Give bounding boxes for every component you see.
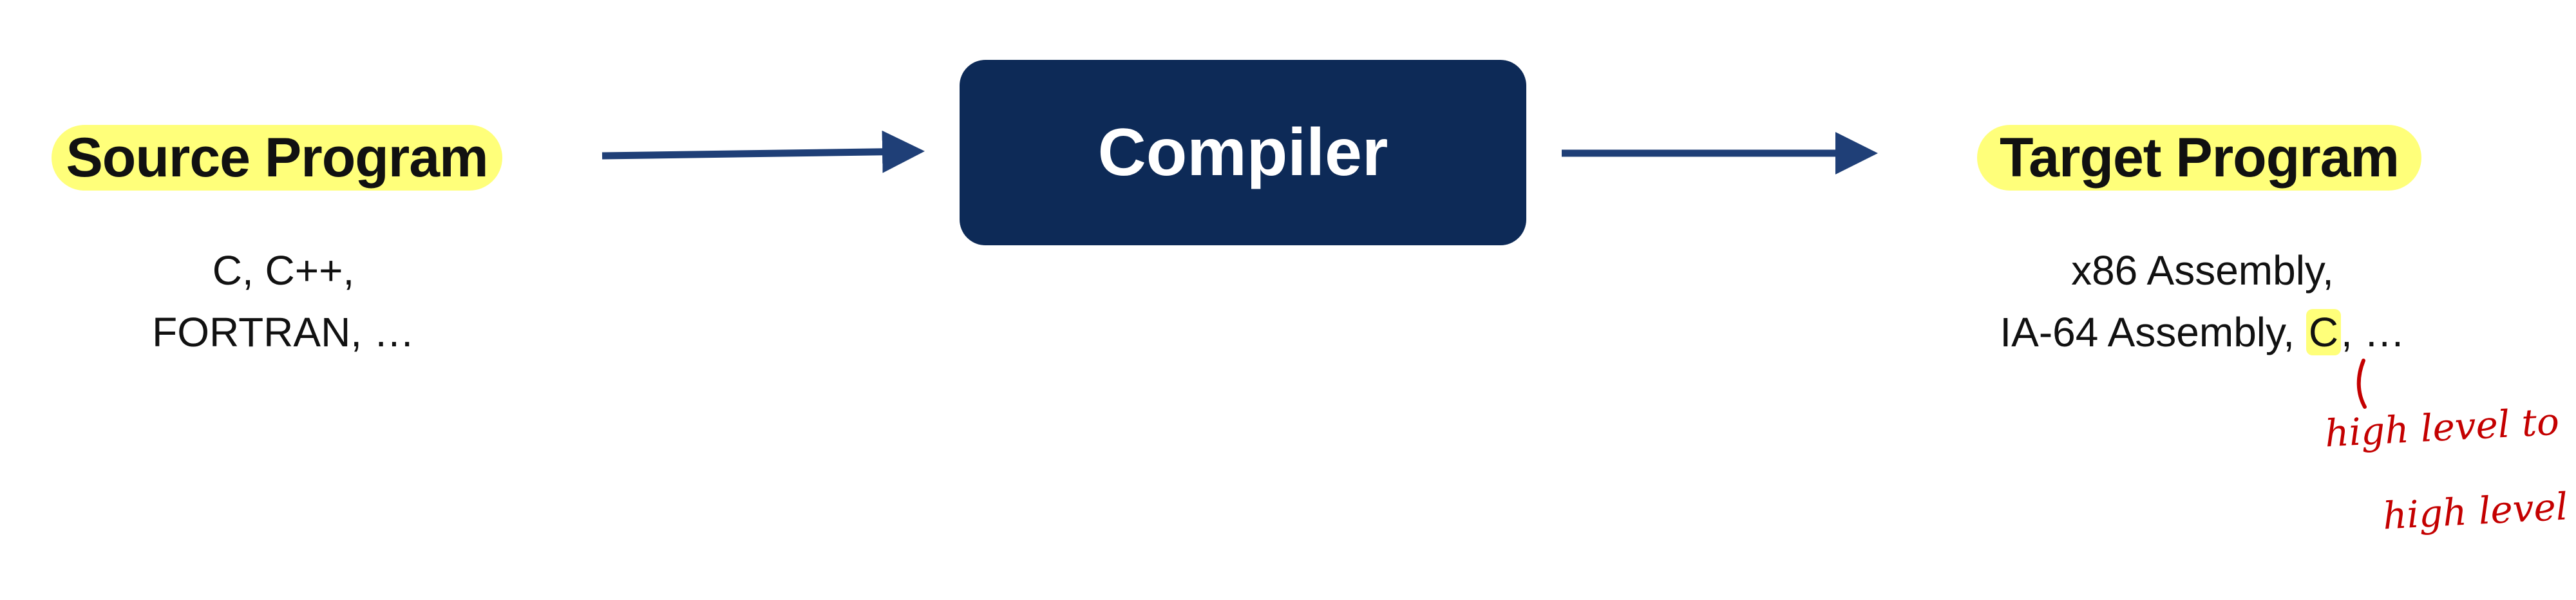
compiler-box: Compiler — [960, 60, 1526, 245]
handwritten-pointer-mark — [2356, 359, 2367, 409]
target-program-label: Target Program — [1977, 125, 2421, 191]
source-program-label: Source Program — [52, 125, 502, 191]
target-languages: x86 Assembly, IA-64 Assembly, C, … — [1906, 239, 2499, 363]
target-languages-line-2: IA-64 Assembly, C, … — [1906, 301, 2499, 363]
handwritten-note-line-1: high level to — [2324, 399, 2561, 456]
source-languages-line-2: FORTRAN, … — [152, 309, 415, 355]
handwritten-note-line-2: high level — [2382, 484, 2569, 538]
target-languages-line-2-suffix: , … — [2341, 309, 2405, 355]
source-languages-line-1: C, C++, — [212, 247, 355, 294]
highlighted-c-language: C — [2306, 309, 2342, 355]
target-languages-line-2-prefix: IA-64 Assembly, — [2000, 309, 2306, 355]
target-languages-line-1: x86 Assembly, — [2071, 247, 2334, 294]
source-languages: C, C++, FORTRAN, … — [90, 239, 477, 363]
source-to-compiler-arrow — [601, 130, 925, 173]
compiler-label: Compiler — [1097, 115, 1388, 190]
